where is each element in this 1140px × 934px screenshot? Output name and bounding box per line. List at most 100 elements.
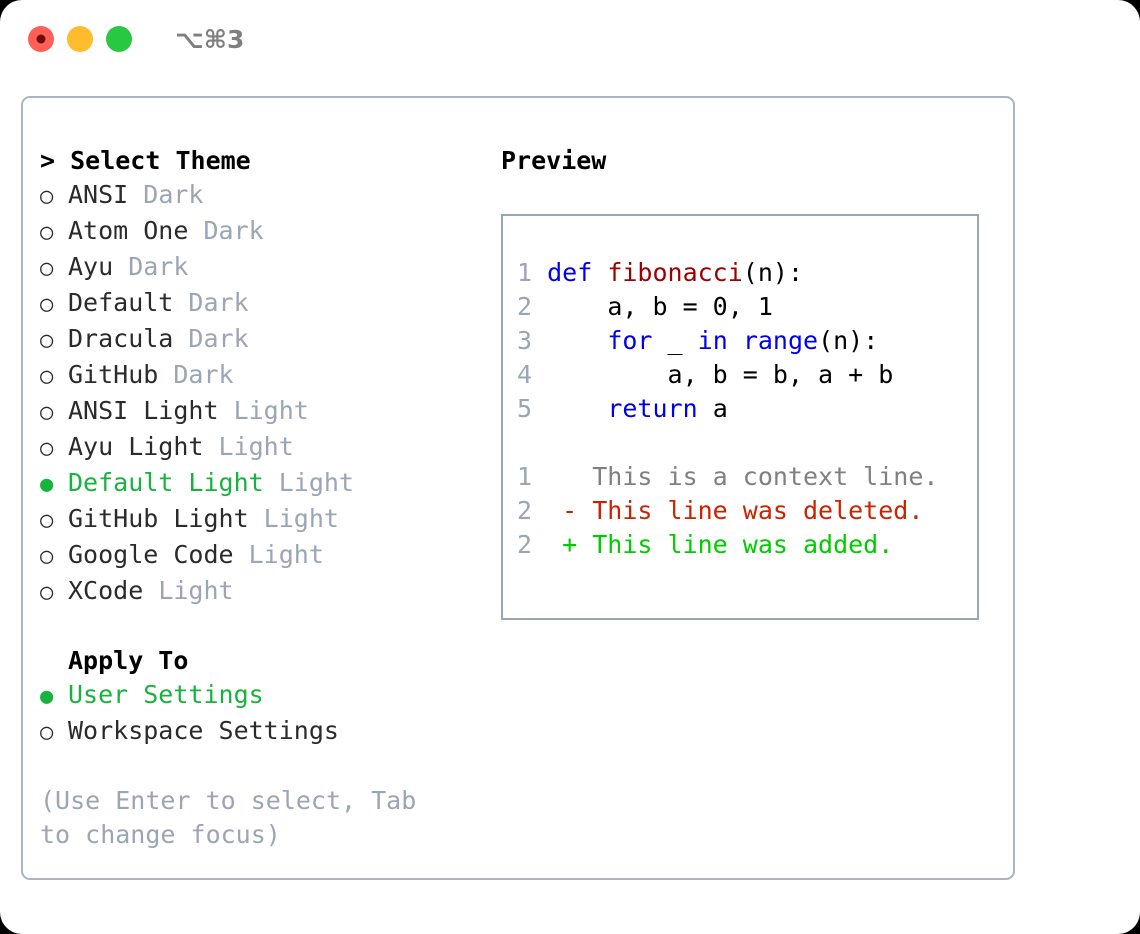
code-line: 5 return a (517, 392, 977, 426)
diff-line: 2 + This line was added. (517, 528, 977, 562)
keyboard-shortcut-label: ⌥⌘3 (175, 24, 245, 54)
radio-unselected-icon: ○ (40, 580, 54, 605)
select-theme-header: > Select Theme (40, 146, 251, 175)
diff-text: + This line was added. (562, 530, 894, 559)
theme-option-label: Default (68, 288, 189, 317)
code-token: _ (652, 326, 698, 355)
title-bar: ⌥⌘3 (0, 0, 1140, 78)
code-token: fibonacci (607, 258, 743, 287)
apply-to-option-list[interactable]: ● User Settings ○ Workspace Settings (40, 678, 490, 750)
theme-option-label: Ayu Light (68, 432, 219, 461)
theme-option-tag: Dark (188, 288, 249, 317)
theme-option-label: Default Light (68, 468, 279, 497)
line-number: 2 (517, 496, 563, 525)
radio-unselected-icon: ○ (40, 400, 54, 425)
close-button[interactable] (28, 26, 54, 52)
line-number: 3 (517, 326, 548, 355)
line-number: 1 (517, 462, 563, 491)
theme-selector-column: > Select Theme ○ANSI Dark○Atom One Dark○… (40, 144, 490, 852)
code-token: range (742, 326, 819, 355)
minimize-button[interactable] (67, 26, 93, 52)
theme-option-atom-one[interactable]: ○Atom One Dark (40, 214, 490, 250)
radio-selected-icon: ● (40, 684, 54, 709)
theme-option-label: ANSI Light (68, 396, 234, 425)
code-token: def (547, 258, 608, 287)
theme-option-label: XCode (68, 576, 159, 605)
theme-option-ansi[interactable]: ○ANSI Dark (40, 178, 490, 214)
theme-option-ansi-light[interactable]: ○ ANSI Light Light (40, 394, 490, 430)
code-token: return (607, 394, 698, 423)
theme-option-default-light[interactable]: ● Default Light Light (40, 466, 490, 502)
theme-option-default[interactable]: ○ Default Dark (40, 286, 490, 322)
help-spacer (40, 750, 490, 784)
theme-option-tag: Light (278, 468, 354, 497)
code-token (728, 326, 743, 355)
code-token: in (697, 326, 728, 355)
diff-text: - This line was deleted. (562, 496, 924, 525)
radio-unselected-icon: ○ (40, 720, 54, 745)
code-line: 2 a, b = 0, 1 (517, 290, 977, 324)
code-token (547, 326, 607, 355)
theme-option-xcode[interactable]: ○ XCode Light (40, 574, 490, 610)
theme-option-label: ANSI (68, 180, 144, 209)
theme-option-google-code[interactable]: ○Google Code Light (40, 538, 490, 574)
radio-unselected-icon: ○ (40, 328, 54, 353)
theme-option-list[interactable]: ○ANSI Dark○Atom One Dark○Ayu Dark○Defaul… (40, 178, 490, 610)
radio-unselected-icon: ○ (40, 184, 54, 209)
radio-unselected-icon: ○ (40, 436, 54, 461)
line-number: 4 (517, 360, 548, 389)
preview-title: Preview (501, 146, 607, 175)
theme-option-github-light[interactable]: ○ GitHub Light Light (40, 502, 490, 538)
theme-option-tag: Dark (173, 360, 234, 389)
code-token: a, b = b, a + b (547, 360, 894, 389)
theme-option-label: Dracula (68, 324, 189, 353)
apply-to-header: Apply To (68, 646, 189, 675)
line-number: 1 (517, 258, 548, 287)
theme-option-tag: Light (233, 396, 309, 425)
radio-unselected-icon: ○ (40, 292, 54, 317)
theme-option-tag: Light (218, 432, 294, 461)
theme-option-tag: Dark (128, 252, 189, 281)
theme-option-tag: Dark (188, 324, 249, 353)
line-number: 2 (517, 530, 563, 559)
window-controls (28, 26, 132, 52)
code-line: 1 def fibonacci(n): (517, 256, 977, 290)
code-line: 3 for _ in range(n): (517, 324, 977, 358)
theme-option-ayu[interactable]: ○Ayu Dark (40, 250, 490, 286)
theme-option-ayu-light[interactable]: ○ Ayu Light Light (40, 430, 490, 466)
radio-unselected-icon: ○ (40, 508, 54, 533)
code-token: (n): (818, 326, 879, 355)
code-line: 4 a, b = b, a + b (517, 358, 977, 392)
help-text: (Use Enter to select, Tab to change focu… (40, 786, 432, 849)
apply-option-label: User Settings (68, 680, 264, 709)
preview-column: Preview 1 def fibonacci(n):2 a, b = 0, 1… (501, 144, 1001, 620)
main-panel: > Select Theme ○ANSI Dark○Atom One Dark○… (21, 96, 1015, 880)
diff-line: 1 This is a context line. (517, 460, 977, 494)
section-spacer (40, 610, 490, 644)
apply-option-user-settings[interactable]: ● User Settings (40, 678, 490, 714)
radio-unselected-icon: ○ (40, 544, 54, 569)
theme-option-tag: Light (248, 540, 324, 569)
line-number: 5 (517, 394, 548, 423)
theme-option-label: GitHub Light (68, 504, 264, 533)
code-token: (n): (742, 258, 804, 287)
code-token: a, b = 0, 1 (547, 292, 773, 321)
code-token (547, 394, 607, 423)
apply-option-workspace-settings[interactable]: ○ Workspace Settings (40, 714, 490, 750)
diff-text: This is a context line. (562, 462, 939, 491)
theme-option-tag: Light (263, 504, 339, 533)
maximize-button[interactable] (106, 26, 132, 52)
theme-option-label: Atom One (68, 216, 204, 245)
theme-option-label: Ayu (68, 252, 129, 281)
diff-line: 2 - This line was deleted. (517, 494, 977, 528)
theme-option-github[interactable]: ○GitHub Dark (40, 358, 490, 394)
apply-option-label: Workspace Settings (68, 716, 339, 745)
theme-option-dracula[interactable]: ○ Dracula Dark (40, 322, 490, 358)
theme-option-tag: Light (158, 576, 234, 605)
diff-sample: 1 This is a context line.2 - This line w… (517, 460, 977, 562)
radio-selected-icon: ● (40, 472, 54, 497)
radio-unselected-icon: ○ (40, 364, 54, 389)
